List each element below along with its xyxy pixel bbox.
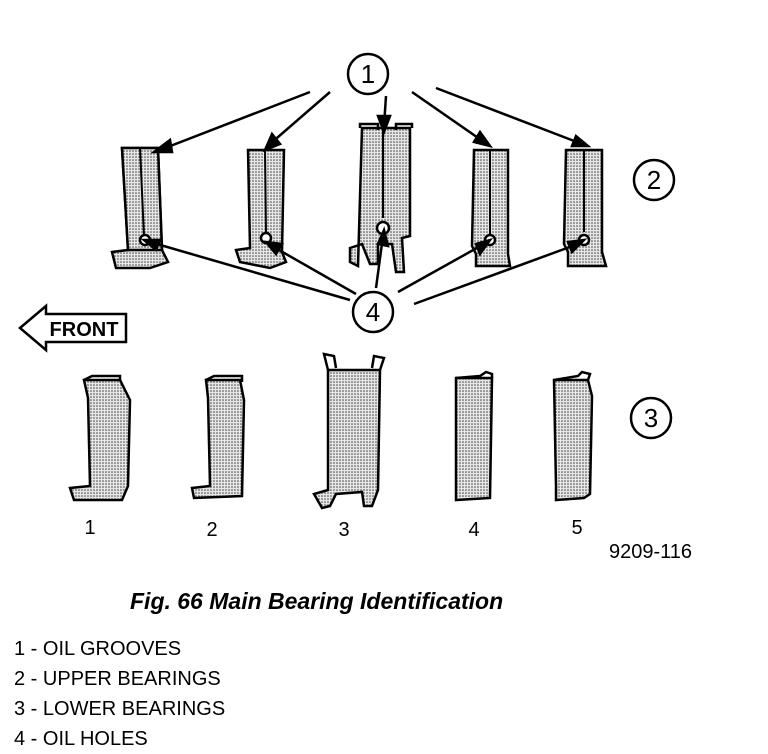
bearing-number-5: 5 xyxy=(571,517,582,539)
legend: 1 - OIL GROOVES 2 - UPPER BEARINGS 3 - L… xyxy=(14,634,225,754)
svg-text:3: 3 xyxy=(644,403,658,433)
figure-id: 9209-116 xyxy=(609,541,692,563)
upper-bearing-2 xyxy=(234,148,288,270)
callout-2: 2 xyxy=(632,158,676,202)
legend-separator: - xyxy=(25,728,43,750)
oil-hole-leaders xyxy=(140,226,588,306)
svg-text:1: 1 xyxy=(361,59,375,89)
bearing-number-1: 1 xyxy=(84,517,95,539)
legend-text: UPPER BEARINGS xyxy=(42,668,221,690)
lower-bearing-4 xyxy=(454,370,494,502)
upper-bearing-4 xyxy=(470,148,512,268)
lower-bearing-3 xyxy=(312,352,386,510)
legend-item-lower-bearings: 3 - LOWER BEARINGS xyxy=(14,694,225,724)
svg-text:2: 2 xyxy=(647,165,661,195)
legend-item-upper-bearings: 2 - UPPER BEARINGS xyxy=(14,664,225,694)
bearing-number-3: 3 xyxy=(338,519,349,541)
legend-number: 3 xyxy=(14,698,26,720)
figure-caption: Fig. 66 Main Bearing Identification xyxy=(130,588,504,614)
upper-bearing-5 xyxy=(562,148,608,268)
legend-text: OIL GROOVES xyxy=(42,638,182,660)
legend-separator: - xyxy=(25,698,43,720)
legend-item-oil-grooves: 1 - OIL GROOVES xyxy=(14,634,225,664)
callout-4: 4 xyxy=(351,290,395,334)
oil-groove-leaders xyxy=(150,86,592,154)
callout-3: 3 xyxy=(629,396,673,440)
front-arrow: FRONT xyxy=(18,303,128,353)
legend-text: OIL HOLES xyxy=(42,728,148,750)
callout-1: 1 xyxy=(346,52,390,96)
upper-bearing-3 xyxy=(348,122,414,274)
lower-bearing-1 xyxy=(68,374,132,502)
legend-number: 1 xyxy=(14,638,26,660)
upper-bearing-1 xyxy=(110,146,170,270)
lower-bearing-5 xyxy=(552,370,594,502)
legend-number: 2 xyxy=(14,668,26,690)
bearing-number-4: 4 xyxy=(468,519,479,541)
lower-bearing-2 xyxy=(190,374,246,500)
svg-text:4: 4 xyxy=(366,297,380,327)
legend-item-oil-holes: 4 - OIL HOLES xyxy=(14,724,225,754)
svg-text:FRONT: FRONT xyxy=(50,319,119,341)
legend-separator: - xyxy=(25,668,43,690)
bearing-diagram: 1 2 3 4 FRONT 1 2 3 4 5 9209-116 xyxy=(18,52,692,563)
legend-text: LOWER BEARINGS xyxy=(42,698,226,720)
legend-number: 4 xyxy=(14,728,26,750)
legend-separator: - xyxy=(25,638,43,660)
bearing-number-2: 2 xyxy=(206,519,217,541)
